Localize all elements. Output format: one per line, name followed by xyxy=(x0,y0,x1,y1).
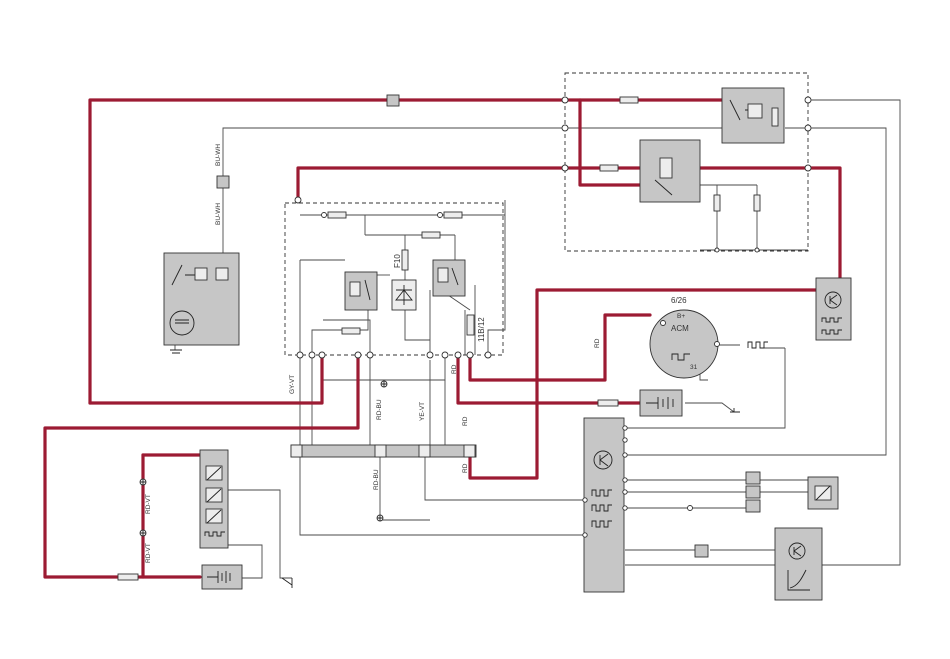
ground-icon xyxy=(170,350,182,353)
acm-ref-label: 6/26 xyxy=(671,296,687,305)
fuse-icon xyxy=(342,328,360,334)
battery-center xyxy=(640,390,682,416)
fuse-f10-icon xyxy=(402,250,408,270)
battery-left xyxy=(202,565,242,589)
fuse-icon xyxy=(444,212,462,218)
rd-lower-label: RD xyxy=(462,463,469,473)
acm-pin-31-label: 31 xyxy=(690,364,698,371)
bu-wh-lower-label: BU-WH xyxy=(215,203,222,225)
fuse-icon xyxy=(118,574,138,580)
ye-vt-label: YE-VT xyxy=(419,402,426,421)
fuse-icon xyxy=(600,165,618,171)
bu-wh-upper-label: BU-WH xyxy=(215,144,222,166)
harness-connector-right xyxy=(746,472,760,512)
pulse-signal-icon xyxy=(748,342,768,348)
gy-vt-label: GY-VT xyxy=(289,375,296,394)
fuse-icon xyxy=(328,212,346,218)
fuse-icon xyxy=(598,400,618,406)
signal-module-left xyxy=(200,450,228,548)
control-module-upper xyxy=(816,278,851,340)
connector-icon xyxy=(695,545,708,557)
switch-icon xyxy=(282,578,292,588)
acm-pin-b-label: B+ xyxy=(677,313,685,320)
fuse-icon xyxy=(754,195,760,211)
connector-icon xyxy=(217,176,229,188)
fuse-11b12-label: 11B/12 xyxy=(477,317,486,342)
splice-icon xyxy=(688,506,693,511)
rd-bu-upper-label: RD-BU xyxy=(376,399,383,420)
fuse-icon xyxy=(422,232,440,238)
starter-module xyxy=(164,253,239,345)
fuse-icon xyxy=(714,195,720,211)
sensor-box xyxy=(808,477,838,509)
rd-mid-label: RD xyxy=(462,416,469,426)
acm-alternator xyxy=(650,310,720,378)
acm-name-label: ACM xyxy=(671,324,689,333)
rd-acm-label: RD xyxy=(594,338,601,348)
rd-vt-upper-label: RD-VT xyxy=(145,494,152,514)
engine-control-unit xyxy=(583,418,627,592)
rd-bu-lower-label: RD-BU xyxy=(373,469,380,490)
harness-connector xyxy=(291,445,476,457)
diode-icon xyxy=(392,280,416,310)
rd-vt-lower-label: RD-VT xyxy=(145,543,152,563)
secondary-relay xyxy=(640,140,700,202)
main-relay xyxy=(722,88,784,143)
center-relay-right xyxy=(433,260,465,296)
control-module-lower xyxy=(775,528,822,600)
fuse-f10-label: F10 xyxy=(393,254,402,268)
fuse-11b12-icon xyxy=(467,315,474,335)
rd-upper-label: RD xyxy=(451,364,458,374)
connector-icon xyxy=(387,95,399,106)
center-relay-left xyxy=(345,272,377,310)
fuse-icon xyxy=(620,97,638,103)
